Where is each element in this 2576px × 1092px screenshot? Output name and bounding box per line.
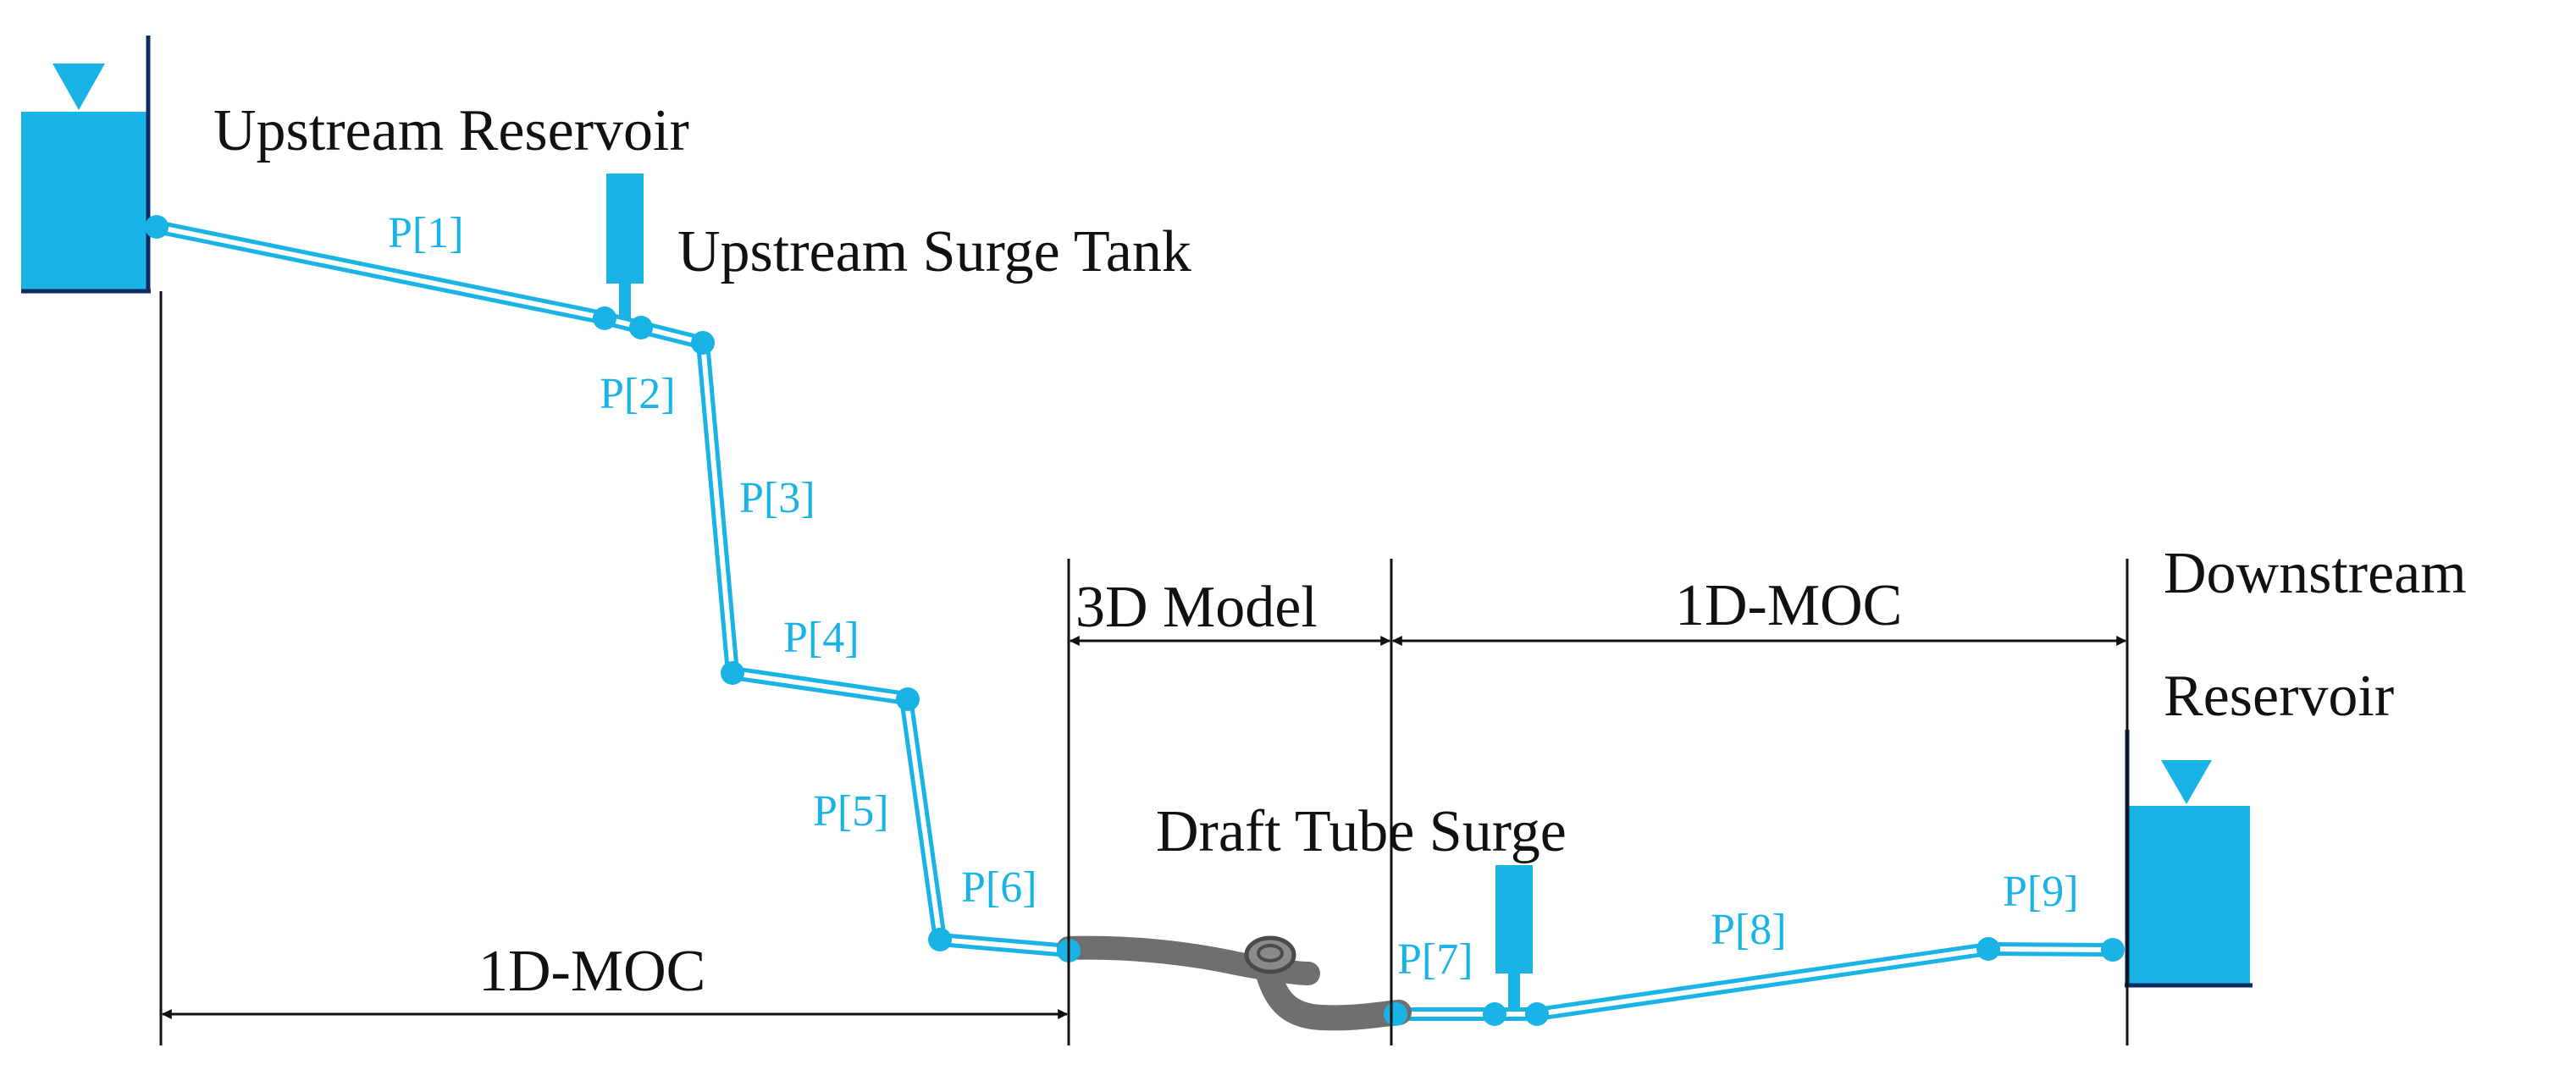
boundary-lines: [159, 291, 2129, 1045]
node: [145, 215, 169, 239]
pipe-nodes: [145, 215, 2125, 1026]
upstream-reservoir-label: Upstream Reservoir: [213, 98, 689, 163]
node: [593, 306, 616, 330]
pipe-label: P[9]: [2003, 868, 2079, 916]
dimension-arrows: [161, 636, 2127, 1019]
node: [896, 687, 920, 711]
upstream-surge-tank-label: Upstream Surge Tank: [677, 219, 1191, 284]
moc-right-label: 1D-MOC: [1675, 573, 1902, 638]
node: [928, 928, 952, 951]
water-level-icon: [53, 63, 105, 110]
pipe-label: P[1]: [388, 209, 464, 257]
pipe-label: P[2]: [600, 370, 676, 418]
node: [2101, 938, 2125, 962]
draft-tube-surge-label: Draft Tube Surge: [1156, 799, 1567, 864]
model-3d-label: 3D Model: [1075, 575, 1318, 640]
upstream-reservoir: [21, 36, 151, 294]
turbine-3d-model: [1057, 935, 1412, 1031]
moc-left-label: 1D-MOC: [478, 939, 705, 1004]
pipe-label: P[3]: [739, 474, 815, 522]
water-level-icon: [2161, 760, 2212, 804]
pipe-label: P[8]: [1711, 906, 1787, 954]
node: [1384, 1002, 1407, 1026]
node: [1525, 1002, 1549, 1026]
node: [1976, 937, 2000, 961]
pipe-label: P[6]: [961, 863, 1037, 912]
node: [629, 316, 653, 339]
pipe-label: P[5]: [813, 787, 889, 836]
node: [691, 331, 715, 355]
downstream-reservoir: [2125, 730, 2253, 988]
downstream-reservoir-label-line2: Reservoir: [2164, 664, 2394, 729]
node: [1483, 1002, 1506, 1026]
upstream-surge-tank: [606, 174, 644, 322]
node: [721, 661, 744, 685]
draft-tube-surge-tank: [1495, 865, 1533, 1012]
pipe-label: P[4]: [783, 614, 860, 662]
downstream-reservoir-label: Downstream: [2164, 541, 2467, 606]
pipe-label: P[7]: [1397, 935, 1473, 984]
